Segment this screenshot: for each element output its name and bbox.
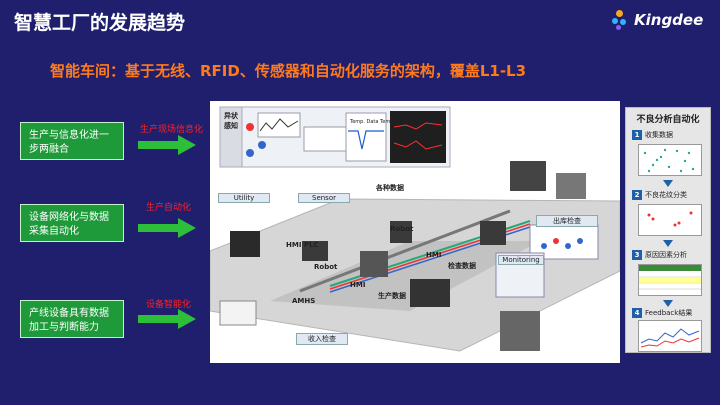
logo-mark-icon	[612, 10, 630, 30]
hmi-label-1: HMI	[350, 281, 366, 289]
arrow-right-icon	[138, 218, 196, 238]
arrow-down-icon	[663, 180, 673, 187]
arrow-down-icon	[663, 240, 673, 247]
factory-diagram: 异状感知 Temp. Data Temperature Utility Sens…	[209, 101, 621, 363]
page-title: 智慧工厂的发展趋势	[14, 12, 186, 34]
scatter-thumbnail	[638, 144, 702, 176]
arrow-down-icon	[663, 300, 673, 307]
arrow-right-icon	[138, 309, 196, 329]
hmi-label-2: HMI	[426, 251, 442, 259]
robot-label-2: Robot	[390, 225, 414, 233]
feedback-thumbnail	[638, 320, 702, 352]
left-item-3: 产线设备具有数据加工与判断能力	[20, 300, 124, 338]
production-data-label: 生产数据	[378, 292, 406, 300]
various-data-label: 各种数据	[376, 184, 404, 192]
amhs-label: AMHS	[292, 297, 316, 305]
tag-label-3: 设备智能化	[146, 300, 192, 310]
table-thumbnail	[638, 264, 702, 296]
tag-label-2: 生产自动化	[146, 203, 192, 213]
tag-label-1: 生产现场信息化	[140, 125, 204, 135]
incoming-check-label: 收入检查	[296, 333, 348, 345]
utility-label: Utility	[218, 193, 270, 203]
temp-label: Temp. Data Temperature	[350, 119, 412, 125]
logo-text: Kingdee	[634, 11, 704, 29]
defect-analysis-title: 不良分析自动化	[636, 115, 700, 125]
inspection-data-label: 检查数据	[448, 262, 476, 270]
anomaly-label: 异状感知	[224, 112, 238, 130]
left-item-1: 生产与信息化进一步两融合	[20, 122, 124, 160]
brand-logo: Kingdee	[612, 10, 703, 30]
robot-label-1: Robot	[314, 263, 338, 271]
sensor-label: Sensor	[298, 193, 350, 203]
monitoring-label: Monitoring	[498, 255, 544, 265]
hmi-plc-label: HMI PLC	[286, 241, 319, 249]
outgoing-check-label: 出库检查	[536, 215, 598, 227]
factory-illustration	[209, 106, 621, 352]
pattern-thumbnail	[638, 204, 702, 236]
subtitle: 智能车间：基于无线、RFID、传感器和自动化服务的架构，覆盖L1-L3	[50, 62, 527, 80]
left-item-2: 设备网络化与数据采集自动化	[20, 204, 124, 242]
arrow-right-icon	[138, 135, 196, 155]
